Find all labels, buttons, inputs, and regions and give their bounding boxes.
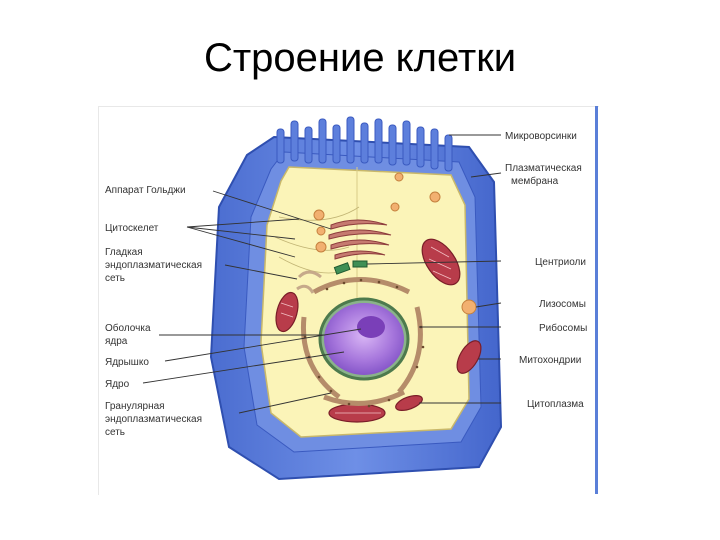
label-golgi: Аппарат Гольджи (105, 185, 186, 196)
golgi-apparatus (328, 219, 392, 260)
label-mitochondria: Митохондрии (519, 355, 581, 366)
label-nuclear-envelope-2: ядра (105, 336, 128, 347)
cell-diagram-svg: Микроворсинки Плазматическая мембрана Ап… (105, 116, 587, 481)
label-smooth-er-2: эндоплазматическая (105, 260, 202, 271)
label-smooth-er-3: сеть (105, 273, 125, 284)
label-rough-er-2: эндоплазматическая (105, 414, 202, 425)
leader-lines (142, 134, 502, 414)
label-ribosomes: Рибосомы (539, 322, 587, 334)
ribosome-dots (303, 278, 425, 408)
nucleus (324, 303, 404, 375)
mitochondria-cristae (280, 246, 452, 414)
label-smooth-er-1: Гладкая (105, 247, 143, 258)
cell-diagram: Микроворсинки Плазматическая мембрана Ап… (98, 106, 599, 495)
smooth-er (296, 270, 322, 294)
label-centrioles: Центриоли (535, 257, 586, 268)
label-nucleolus: Ядрышко (105, 357, 149, 368)
slide-title: Строение клетки (203, 36, 517, 80)
label-rough-er-1: Гранулярная (105, 401, 165, 412)
label-cytoskeleton: Цитоскелет (105, 223, 159, 234)
label-membrane-2: мембрана (511, 175, 559, 187)
label-microvilli: Микроворсинки (505, 131, 577, 142)
label-cytoplasm: Цитоплазма (527, 399, 584, 410)
label-lysosomes: Лизосомы (539, 299, 586, 310)
label-membrane-1: Плазматическая (505, 163, 582, 174)
microvilli (276, 116, 453, 172)
nucleolus (357, 316, 385, 338)
lysosomes (313, 172, 477, 315)
label-rough-er-3: сеть (105, 427, 125, 438)
label-nucleus: Ядро (105, 379, 130, 390)
frame-edge (595, 106, 598, 494)
label-nuclear-envelope-1: Оболочка (105, 322, 151, 334)
